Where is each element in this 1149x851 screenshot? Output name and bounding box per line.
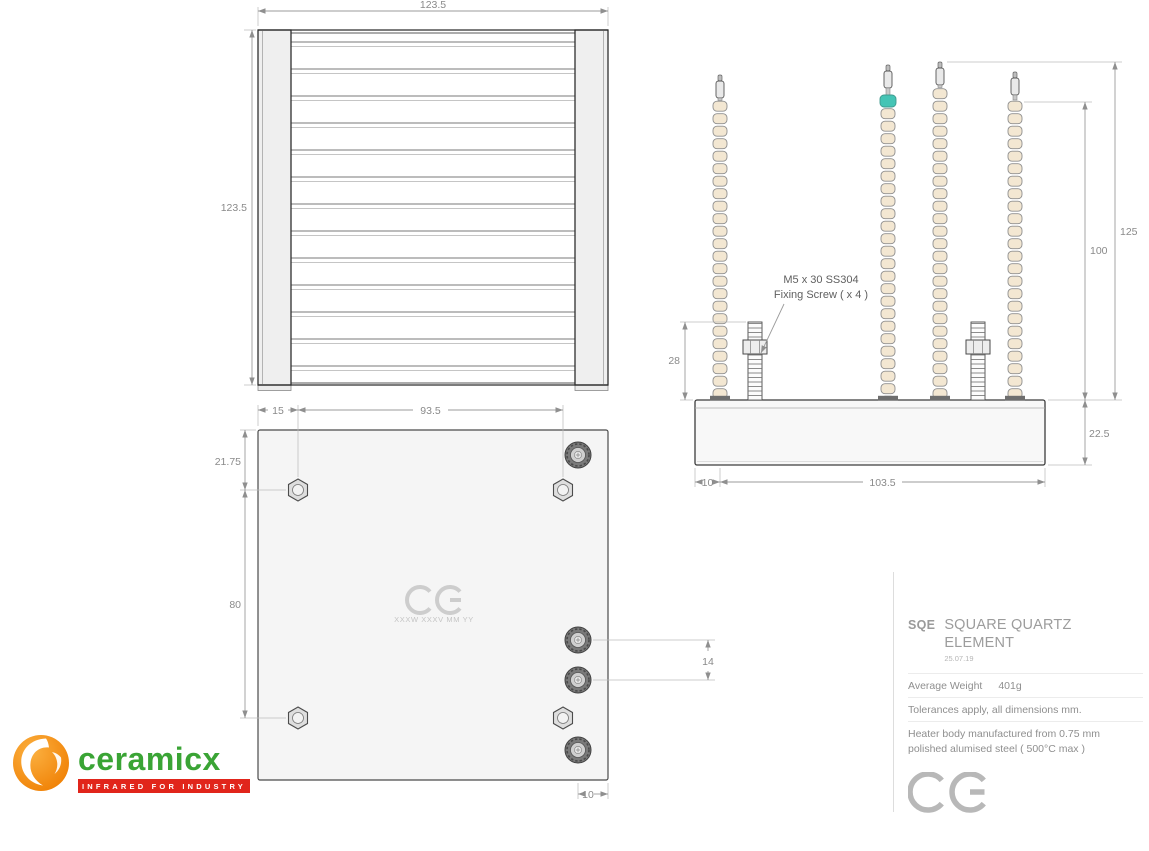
revision-date: 25.07.19: [944, 654, 974, 663]
fixing-screw-side-1: [742, 321, 768, 401]
side-view: M5 x 30 SS304 Fixing Screw ( x 4 ) 28 12…: [668, 61, 1138, 489]
stack-foot-1: [710, 395, 730, 401]
hex-screw-2: [287, 706, 309, 730]
brand-wordmark: ceramicx: [78, 741, 221, 777]
ceramic-beads-1: [712, 100, 728, 397]
stack-foot-4: [1005, 395, 1025, 401]
back-dim-hole-pitch: 80: [229, 490, 248, 718]
crimp-terminal-4: [1010, 71, 1020, 96]
side-dim-insulator-height: 100: [1082, 102, 1108, 400]
fixing-screw-side-2: [965, 321, 991, 401]
crimp-terminal-3: [935, 61, 945, 86]
mounting-plate-back: [257, 429, 609, 781]
title-block: SQE SQUARE QUARTZ ELEMENT 25.07.19 Avera…: [893, 572, 1143, 813]
weight-label: Average Weight: [908, 680, 983, 692]
brand-tagline: INFRARED FOR INDUSTRY: [78, 779, 251, 793]
material-note: Heater body manufactured from 0.75 mm po…: [908, 721, 1143, 759]
front-dim-height-label: 123.5: [221, 202, 247, 214]
side-dim-edge-offset: 10: [695, 477, 720, 489]
side-dim-22-5-label: 22.5: [1089, 428, 1110, 440]
side-dim-103-5-label: 103.5: [869, 477, 895, 489]
back-dim-10-label: 10: [582, 789, 594, 801]
front-dim-height: 123.5: [221, 29, 256, 386]
stamp-text: XXXW XXXV MM YY: [394, 615, 474, 624]
ceramicx-logo: ceramicx INFRARED FOR INDUSTRY: [12, 734, 251, 793]
hex-screw-1: [287, 478, 309, 502]
insulator-stack-3: [930, 61, 950, 401]
terminal-cap-3: [564, 666, 592, 694]
crimp-terminal-2: [883, 64, 893, 89]
fixing-note-line2: Fixing Screw ( x 4 ): [774, 289, 868, 301]
hex-screw-3: [552, 478, 574, 502]
fixing-screw-note: M5 x 30 SS304 Fixing Screw ( x 4 ): [760, 274, 868, 354]
side-dim-overall-height: 125: [1112, 62, 1138, 400]
front-dim-width-label: 123.5: [420, 0, 446, 11]
fixing-note-line1: M5 x 30 SS304: [783, 274, 858, 286]
back-view: XXXW XXXV MM YY 15 93.5 21.7: [215, 405, 715, 801]
material-note-line1: Heater body manufactured from 0.75 mm: [908, 728, 1101, 741]
back-dim-bottom-offset: 10: [578, 789, 608, 801]
stack-foot-3: [930, 395, 950, 401]
insulator-stack-4: [1005, 71, 1025, 401]
terminal-cap-4: [564, 736, 592, 764]
ce-watermark-icon: [405, 585, 462, 615]
ceramic-beads-4: [1007, 100, 1023, 397]
terminal-cap-2: [564, 626, 592, 654]
stack-foot-2: [878, 395, 898, 401]
title-block-header: SQE SQUARE QUARTZ ELEMENT 25.07.19: [908, 616, 1143, 673]
side-rail-left: [257, 29, 292, 386]
ceramic-beads-3: [932, 87, 948, 397]
insulator-stack-2: [878, 64, 898, 401]
heater-front: [257, 29, 609, 391]
insulator-stack-1: [710, 74, 730, 401]
back-dim-80-label: 80: [229, 599, 241, 611]
crimp-terminal-1: [715, 74, 725, 99]
ce-stamp-watermark: XXXW XXXV MM YY: [394, 585, 474, 624]
front-view: 123.5 123.5: [221, 0, 609, 391]
hex-screw-4: [552, 706, 574, 730]
side-dim-100-label: 100: [1090, 245, 1108, 257]
back-dim-93-5-label: 93.5: [420, 405, 441, 417]
back-dim-top-to-hole: 21.75: [215, 430, 248, 490]
ceramicx-flame-icon: [13, 735, 69, 791]
back-dim-15-label: 15: [272, 405, 284, 417]
material-note-line2: polished alumised steel ( 500°C max ): [908, 742, 1085, 755]
ceramic-beads-2: [880, 107, 896, 397]
tolerance-note: Tolerances apply, all dimensions mm.: [908, 697, 1143, 721]
hex-nut-2: [965, 339, 991, 355]
foot-left: [257, 384, 292, 391]
back-dim-21-75-label: 21.75: [215, 456, 241, 468]
weight-row: Average Weight 401g: [908, 673, 1143, 697]
leader-line: [760, 303, 785, 354]
front-dim-width: 123.5: [257, 0, 609, 26]
product-title: SQUARE QUARTZ ELEMENT: [944, 617, 1072, 651]
product-code: SQE: [908, 618, 936, 632]
base-plate: [694, 399, 1046, 466]
foot-right: [574, 384, 609, 391]
side-dim-span: 103.5: [720, 477, 1045, 489]
side-dim-base-height: 22.5: [1082, 400, 1110, 465]
side-rail-right: [574, 29, 609, 386]
back-dim-terminal-gap: 14: [702, 640, 714, 680]
terminal-cap-1: [564, 441, 592, 469]
back-dim-edge-to-hole: 15: [258, 405, 298, 417]
side-dim-screw-height: 28: [668, 321, 746, 401]
side-dim-10-label: 10: [702, 477, 714, 489]
teal-marker-bead: [879, 94, 897, 108]
side-dim-125-label: 125: [1120, 226, 1138, 238]
quartz-tubes: [291, 40, 575, 378]
back-dim-hole-span: 93.5: [298, 405, 563, 417]
side-dim-28-label: 28: [668, 355, 680, 367]
ce-mark-icon: [907, 771, 1143, 819]
weight-value: 401g: [998, 680, 1022, 692]
back-dim-14-label: 14: [702, 656, 714, 668]
